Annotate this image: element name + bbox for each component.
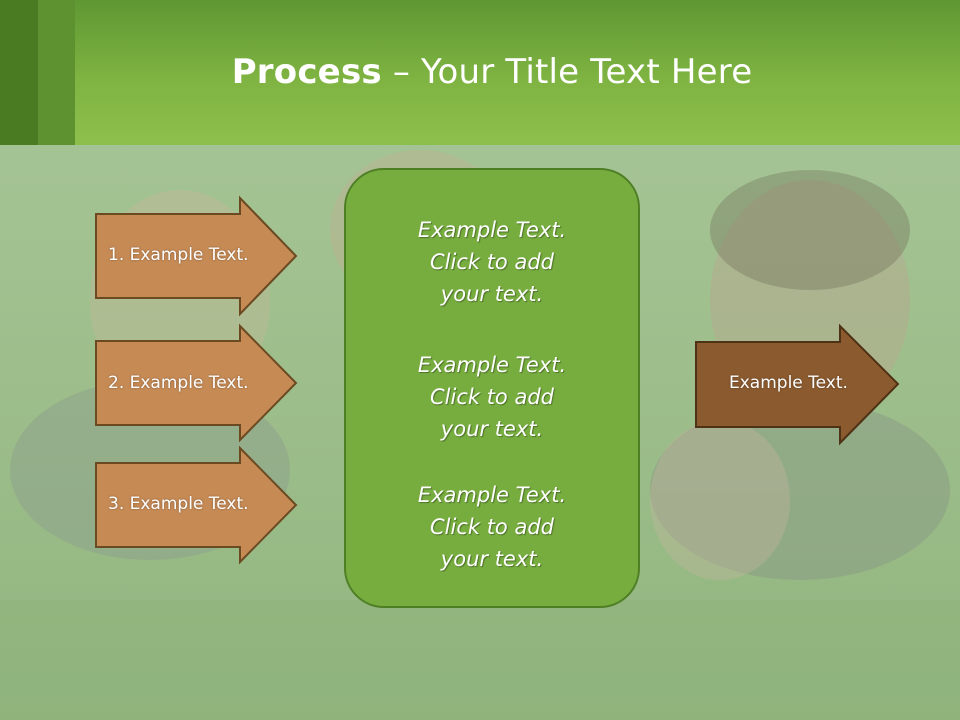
left-arrow-label: 1. Example Text. — [108, 245, 249, 265]
text-line: your text. — [440, 547, 544, 571]
text-block: Example Text. Click to add your text. — [346, 349, 638, 445]
text-line: Click to add — [429, 515, 554, 539]
text-line: Example Text. — [417, 353, 567, 377]
left-arrow-label: 3. Example Text. — [108, 494, 249, 514]
slide-title[interactable]: Process – Your Title Text Here — [0, 52, 960, 92]
text-block: Example Text. Click to add your text. — [346, 479, 638, 575]
left-arrow-3[interactable] — [95, 445, 298, 565]
left-arrow-2[interactable] — [95, 323, 298, 443]
text-block: Example Text. Click to add your text. — [346, 214, 638, 310]
header-band — [0, 0, 960, 145]
center-text-panel[interactable]: Example Text. Click to add your text. Ex… — [344, 168, 640, 608]
left-arrow-1[interactable] — [95, 195, 298, 317]
text-line: your text. — [440, 282, 544, 306]
title-rest-part: – Your Title Text Here — [381, 52, 753, 92]
text-line: Example Text. — [417, 483, 567, 507]
title-bold-part: Process — [231, 52, 382, 92]
left-arrow-label: 2. Example Text. — [108, 373, 249, 393]
right-arrow[interactable] — [695, 323, 900, 446]
text-line: Click to add — [429, 385, 554, 409]
header-stripe — [38, 0, 75, 145]
header-stripe — [0, 0, 38, 145]
text-line: Click to add — [429, 250, 554, 274]
text-line: Example Text. — [417, 218, 567, 242]
text-line: your text. — [440, 417, 544, 441]
right-arrow-label: Example Text. — [729, 373, 848, 393]
